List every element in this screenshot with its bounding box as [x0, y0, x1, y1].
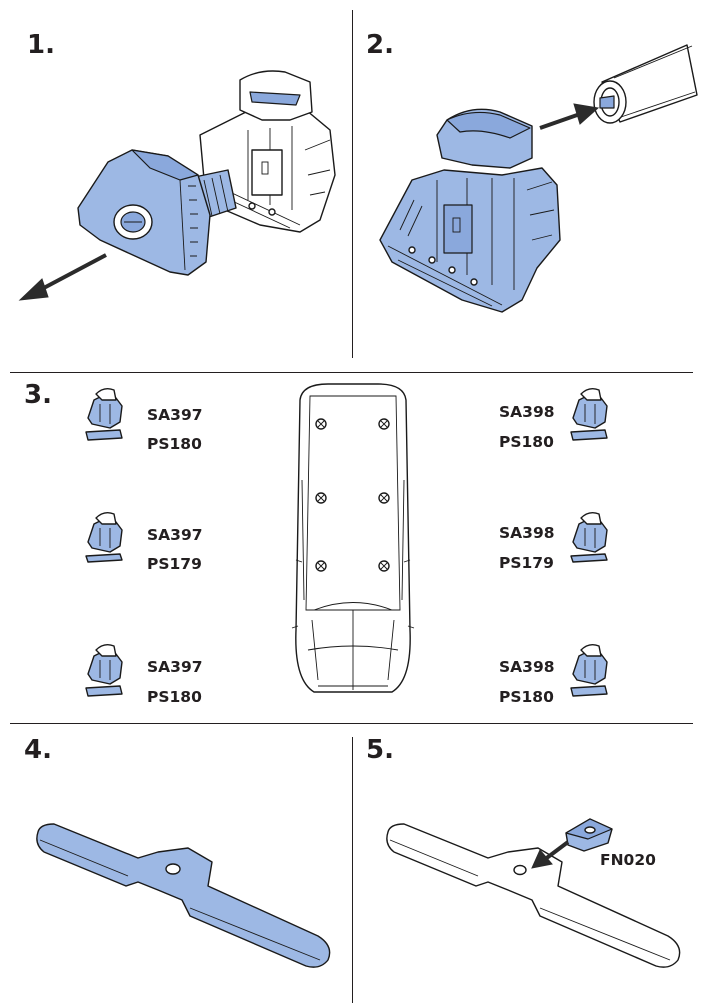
pad-code-rear-left: PS180	[147, 688, 202, 706]
step-1-number: 1.	[27, 30, 55, 60]
step-4-number: 4.	[24, 735, 52, 765]
pull-arrow	[18, 253, 107, 301]
end-cap-blue	[77, 149, 211, 276]
step-3-number: 3.	[24, 380, 52, 410]
foot-kit-icon	[85, 643, 123, 697]
van-top-view	[291, 383, 415, 693]
pad-code-front-right: PS180	[499, 433, 554, 451]
step-5-bracket	[386, 823, 681, 968]
step-1-illustration	[18, 70, 336, 301]
step-2-illustration	[379, 44, 698, 313]
pad-code-middle-left: PS179	[147, 555, 202, 573]
pad-code-rear-right: PS180	[499, 688, 554, 706]
step-4-bracket	[36, 823, 331, 968]
insert-arrow	[531, 840, 570, 869]
step-2-number: 2.	[366, 30, 394, 60]
foot-code-rear-right: SA398	[499, 658, 555, 676]
foot-code-middle-left: SA397	[147, 526, 203, 544]
divider-top-vertical	[352, 10, 353, 358]
foot-kit-icon	[85, 387, 123, 441]
clip-part-code: FN020	[600, 851, 656, 869]
foot-code-middle-right: SA398	[499, 524, 555, 542]
foot-code-rear-left: SA397	[147, 658, 203, 676]
fn020-clip	[565, 818, 613, 852]
foot-kit-icon	[570, 643, 608, 697]
divider-bottom-vertical	[352, 737, 353, 1003]
push-arrow	[539, 103, 600, 130]
foot-kit-icon	[570, 387, 608, 441]
foot-kit-icon	[85, 511, 123, 563]
pad-code-middle-right: PS179	[499, 554, 554, 572]
pad-code-front-left: PS180	[147, 435, 202, 453]
roof-bar	[593, 44, 698, 124]
mount-point-markers	[315, 418, 390, 572]
foot-code-front-right: SA398	[499, 403, 555, 421]
divider-bottom-horizontal	[10, 723, 693, 724]
step-5-number: 5.	[366, 735, 394, 765]
divider-top-horizontal	[10, 372, 693, 373]
foot-code-front-left: SA397	[147, 406, 203, 424]
foot-kit-icon	[570, 511, 608, 563]
foot-blue	[379, 108, 561, 313]
